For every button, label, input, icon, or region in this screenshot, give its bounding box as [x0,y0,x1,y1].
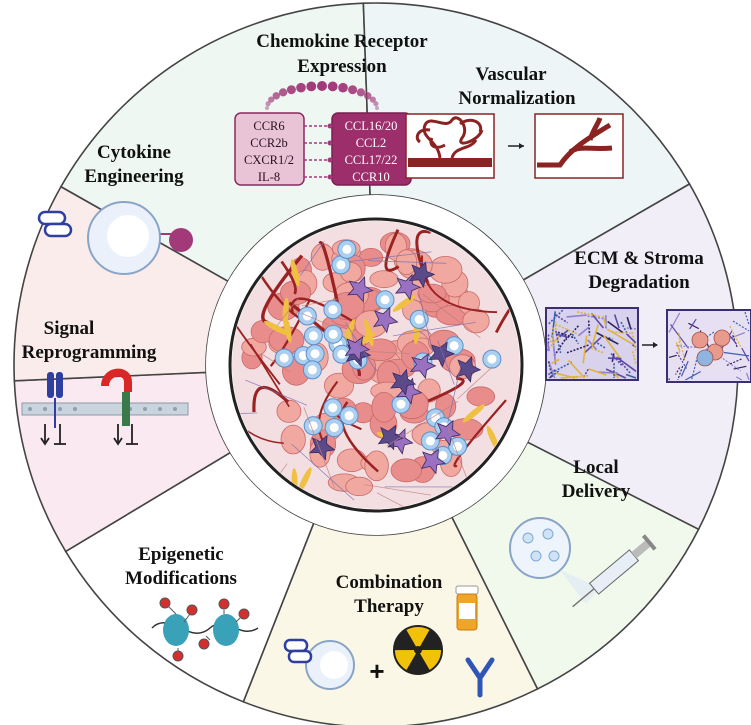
segment-cytokine: Cytokine Engineering [37,142,193,275]
tumor-microenvironment-icon [228,217,524,513]
receptor-label: CCR2b [250,136,288,150]
signal-title-line1: Signal [44,318,95,339]
ligand-label: CCL16/20 [345,119,398,133]
local-title-line2: Delivery [562,481,631,502]
segment-epigenetic: Epigenetic Modifications [125,544,259,662]
combination-title-line1: Combination [336,572,443,593]
ecm-matrix-icon [545,307,751,383]
radiation-icon [393,625,443,675]
ecm-title-line2: Degradation [588,272,690,293]
segment-signal: Signal Reprogramming [21,318,189,446]
chemokine-title-line2: Expression [297,56,387,77]
segment-ecm: ECM & Stroma Degradation [545,248,751,383]
epigenetic-title-line1: Epigenetic [138,544,224,565]
receptor-label: CXCR1/2 [244,153,294,167]
ligand-label: CCL2 [356,136,387,150]
cytokine-title-line1: Cytokine [97,142,171,163]
segment-combination: Combination Therapy + [283,572,495,698]
car-t-cell-icon [37,201,193,275]
vascular-title-line1: Vascular [475,64,547,85]
syringe-icon [509,517,657,608]
segment-chemokine: Chemokine Receptor Expression CCR6 CCR2b… [234,31,428,186]
car-t-cell-icon [283,638,355,690]
blood-vessel-icon [405,113,624,179]
signal-title-line2: Reprogramming [22,342,157,363]
ligand-label: CCR10 [352,170,390,184]
nucleosome-icon [151,597,259,662]
cytokine-title-line2: Engineering [84,166,184,187]
receptor-label: CCR6 [253,119,284,133]
ligand-label: CCL17/22 [345,153,398,167]
plus-sign: + [369,656,384,686]
pill-bottle-icon [455,585,479,631]
local-title-line1: Local [573,457,618,478]
receptor-ligand-connectors [304,123,333,180]
receptor-label: IL-8 [258,170,280,184]
antibody-icon [465,657,495,698]
chemokine-title-line1: Chemokine Receptor [256,31,428,52]
combination-title-line2: Therapy [354,596,424,617]
segment-local: Local Delivery [509,457,657,608]
vascular-title-line2: Normalization [458,88,576,109]
chemokine-dots-icon [265,81,379,110]
ecm-title-line1: ECM & Stroma [574,248,704,269]
epigenetic-title-line2: Modifications [125,568,237,589]
segment-vascular: Vascular Normalization [405,64,624,179]
receptor-box [234,112,305,186]
receptor-icon [21,368,189,446]
